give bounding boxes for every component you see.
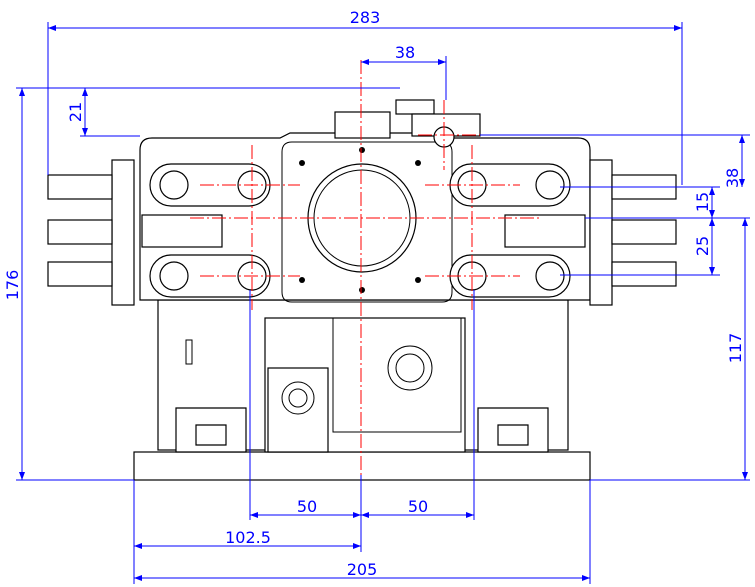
dim-overall-height: 176 bbox=[3, 270, 22, 301]
manifold-body bbox=[47, 99, 677, 306]
dim-base-width: 205 bbox=[347, 560, 378, 579]
centerlines bbox=[190, 60, 540, 475]
dim-right-117: 117 bbox=[726, 333, 745, 364]
base-plate bbox=[133, 451, 591, 481]
dimension-labels: 283 38 21 176 38 15 25 117 50 50 102.5 2… bbox=[3, 8, 745, 579]
dim-top-height: 21 bbox=[66, 102, 85, 122]
dim-center-offset: 38 bbox=[395, 43, 415, 62]
dim-right-25: 25 bbox=[693, 236, 712, 256]
dim-half-base: 102.5 bbox=[225, 528, 271, 547]
dim-right-38: 38 bbox=[723, 168, 742, 188]
dim-right-15: 15 bbox=[693, 192, 712, 212]
dim-bottom-left-50: 50 bbox=[297, 497, 317, 516]
dimension-lines bbox=[16, 22, 750, 584]
dim-bottom-right-50: 50 bbox=[408, 497, 428, 516]
dim-overall-width: 283 bbox=[350, 8, 381, 27]
lower-body bbox=[157, 299, 569, 453]
